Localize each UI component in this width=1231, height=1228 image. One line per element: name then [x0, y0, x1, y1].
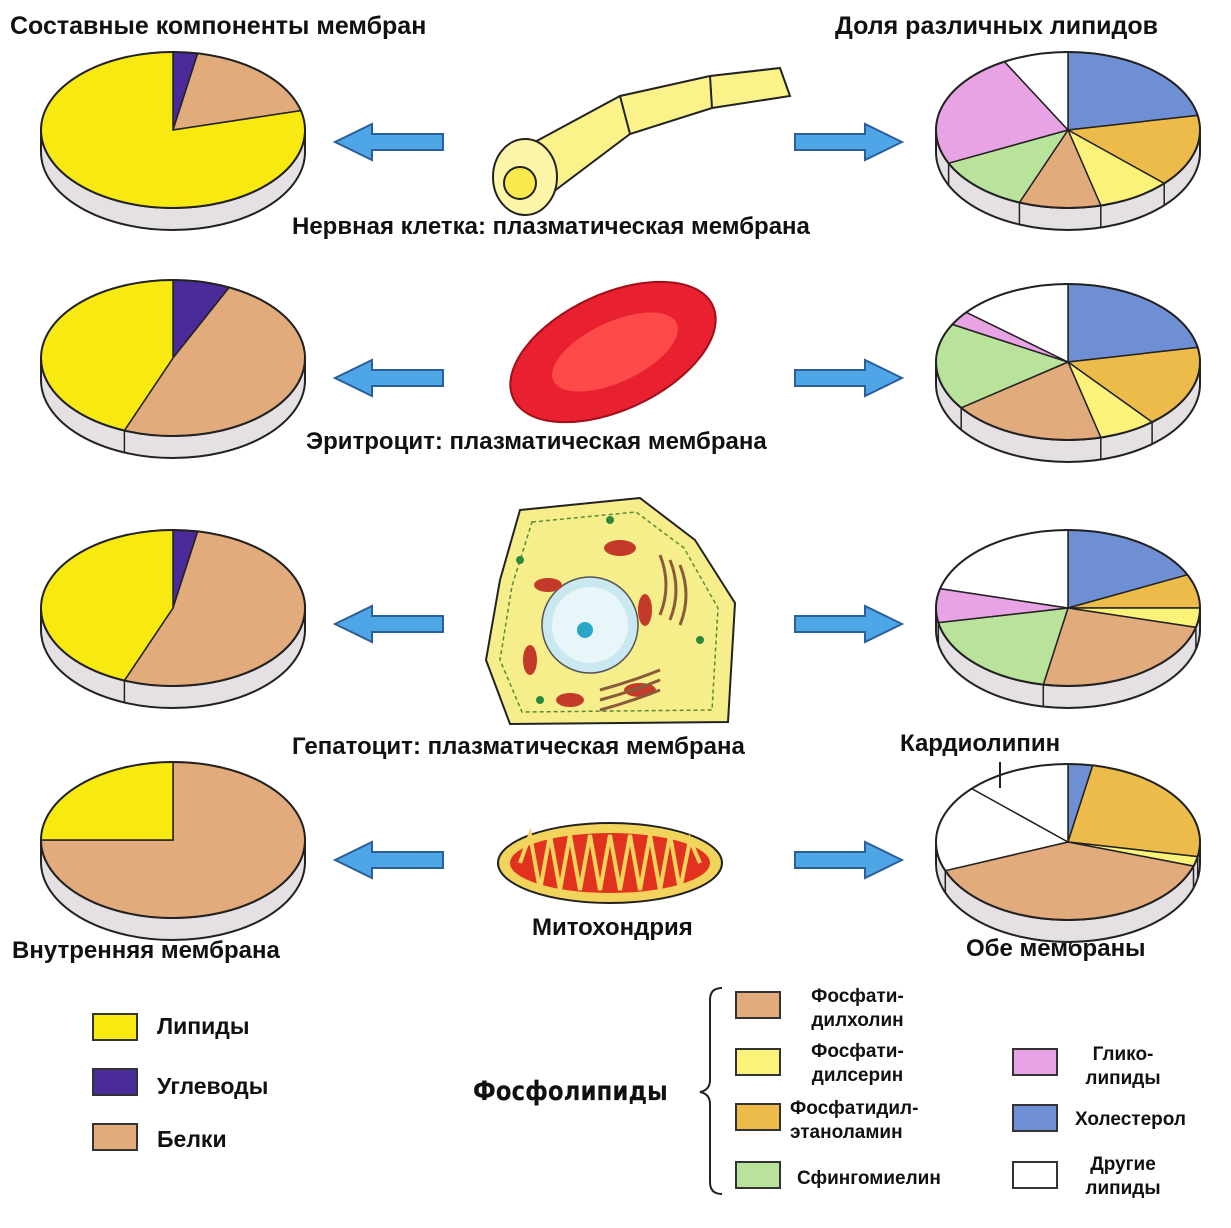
arrow-left-row1 [332, 122, 444, 162]
pie-outline [40, 51, 306, 209]
arrows-left [332, 122, 444, 880]
arrows-right [794, 122, 905, 880]
arrow-left-row3 [332, 604, 444, 644]
legend-swatch-glycolipids [1012, 1048, 1058, 1076]
pie-outline [40, 761, 306, 919]
legend-label-carbs: Углеводы [157, 1073, 269, 1099]
pie-outline [935, 763, 1201, 921]
legend-swatch-sm [735, 1161, 781, 1189]
pie-outline [935, 51, 1201, 209]
composition-pie-2 [40, 279, 306, 459]
caption-inner-membrane: Внутренняя мембрана [12, 937, 280, 964]
legend-label-glycolipids: Глико-липиды [1085, 1044, 1161, 1089]
legend-swatch-carbs [92, 1068, 138, 1096]
lipid-pie-4 [935, 763, 1201, 943]
right-column-title: Доля различных липидов [835, 12, 1159, 40]
pie-outline [935, 283, 1201, 441]
phospholipids-group-label: Фосфолипиды [473, 1076, 668, 1107]
caption-mitochondrion: Митохондрия [532, 914, 693, 941]
hepatocyte-illustration [484, 496, 737, 726]
legend-label-pe: Фосфатидил-этаноламин [790, 1098, 919, 1143]
legend-label-proteins: Белки [157, 1126, 227, 1152]
legend-label-cholesterol: Холестерол [1075, 1109, 1186, 1130]
legend-swatch-pc [735, 991, 781, 1019]
legend-label-lipids: Липиды [157, 1013, 250, 1039]
arrow-right-row1 [794, 122, 905, 162]
legend-swatch-proteins [92, 1123, 138, 1151]
composition-pie-4 [40, 761, 306, 941]
arrow-right-row3 [794, 604, 905, 644]
legend-swatch-cholesterol [1012, 1104, 1058, 1132]
caption-nerve-cell: Нервная клетка: плазматическая мембрана [292, 213, 810, 240]
arrow-left-row2 [332, 358, 444, 398]
legend-label-ps: Фосфати-дилсерин [811, 1041, 904, 1086]
pie-outline [40, 529, 306, 687]
legend-swatch-pe [735, 1103, 781, 1131]
pie-slice-pe [1067, 764, 1201, 858]
lipid-pie-2 [935, 283, 1201, 463]
legend-swatch-other-lipids [1012, 1161, 1058, 1189]
legend-swatch-lipids [92, 1013, 138, 1041]
legend-label-sm: Сфингомиелин [797, 1168, 941, 1189]
composition-pie-3 [40, 529, 307, 709]
legend-label-pc: Фосфати-дилхолин [811, 986, 904, 1031]
legend-swatch-ps [735, 1048, 781, 1076]
pie-outline [40, 279, 306, 437]
caption-hepatocyte: Гепатоцит: плазматическая мембрана [292, 733, 745, 760]
lipid-pie-3 [935, 529, 1201, 709]
arrow-right-row4 [794, 840, 905, 880]
nerve-axon-illustration [492, 66, 792, 216]
lipid-pie-1 [935, 51, 1201, 231]
left-column-title: Составные компоненты мембран [10, 12, 427, 40]
caption-erythrocyte: Эритроцит: плазматическая мембрана [306, 428, 767, 455]
arrow-right-row2 [794, 358, 905, 398]
pie-slice-lipids [40, 761, 174, 841]
label-cardiolipin: Кардиолипин [900, 730, 1061, 757]
composition-pie-1 [40, 51, 306, 231]
mitochondrion-illustration [497, 822, 723, 904]
arrow-left-row4 [332, 840, 444, 880]
pie-outline [935, 529, 1201, 687]
erythrocyte-illustration [509, 280, 717, 424]
